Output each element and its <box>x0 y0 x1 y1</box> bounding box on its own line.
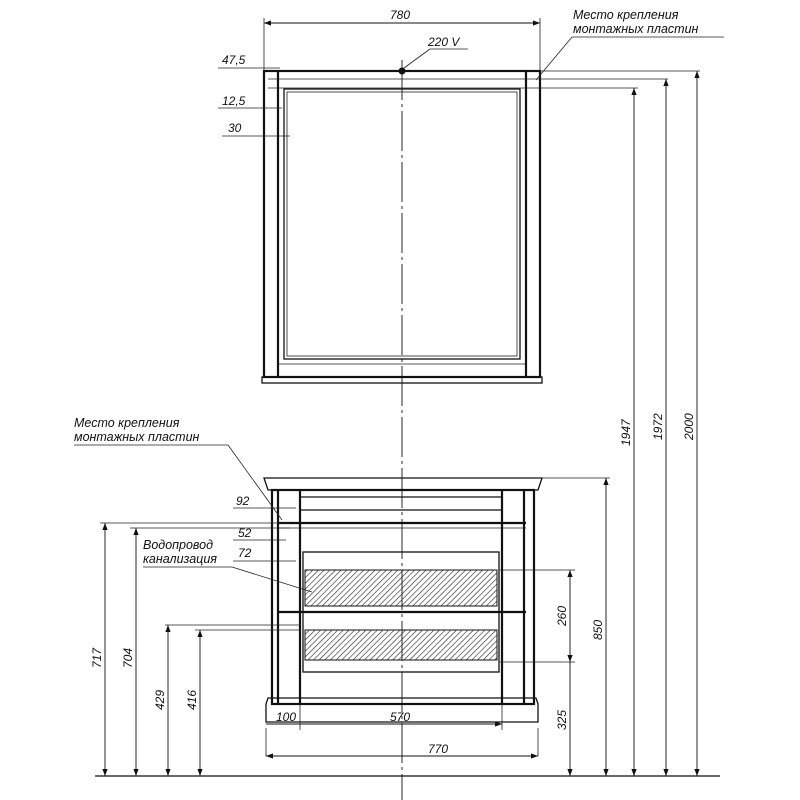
cabinet-plinth <box>265 697 539 723</box>
mirror-glass <box>283 88 521 360</box>
mirror-mount-note-line1: Место крепления <box>573 8 679 22</box>
cabinet-mount-note-line2: монтажных пластин <box>74 430 200 444</box>
height-429-label: 429 <box>153 690 167 710</box>
dim-72-label: 72 <box>238 546 252 560</box>
height-325-label: 325 <box>555 710 569 730</box>
height-1972-label: 1972 <box>651 413 665 440</box>
mirror-drawing <box>261 67 543 384</box>
power-220v-label: 220 V <box>427 35 460 49</box>
height-1947-label: 1947 <box>619 418 633 446</box>
power-outlet-icon <box>398 67 406 75</box>
cabinet-mount-note-line1: Место крепления <box>74 416 180 430</box>
pipes-note-line2: канализация <box>143 552 217 566</box>
offset-12-5-label: 12,5 <box>222 94 246 108</box>
cabinet-body <box>270 488 536 706</box>
width-770-label: 770 <box>428 742 448 756</box>
dim-52-label: 52 <box>238 526 252 540</box>
cabinet-drawing <box>263 477 543 723</box>
mirror-mount-note-line2: монтажных пластин <box>573 22 699 36</box>
dim-92-label: 92 <box>236 494 250 508</box>
pipes-note-line1: Водопровод <box>143 538 213 552</box>
height-260-label: 260 <box>555 606 569 627</box>
plumbing-zone-lower <box>304 629 498 661</box>
mirror-bottom-shelf <box>261 376 543 384</box>
cabinet-top <box>263 477 543 491</box>
height-850-label: 850 <box>591 620 605 640</box>
frame-30-label: 30 <box>228 121 242 135</box>
height-416-label: 416 <box>185 690 199 710</box>
height-2000-label: 2000 <box>682 413 696 441</box>
offset-47-5-label: 47,5 <box>222 53 246 67</box>
mirror-width-label: 780 <box>390 8 410 22</box>
height-717-label: 717 <box>90 647 104 668</box>
height-704-label: 704 <box>121 648 135 668</box>
width-100-label: 100 <box>276 710 296 724</box>
plumbing-zone-upper <box>304 569 498 607</box>
width-570-label: 570 <box>390 710 410 724</box>
